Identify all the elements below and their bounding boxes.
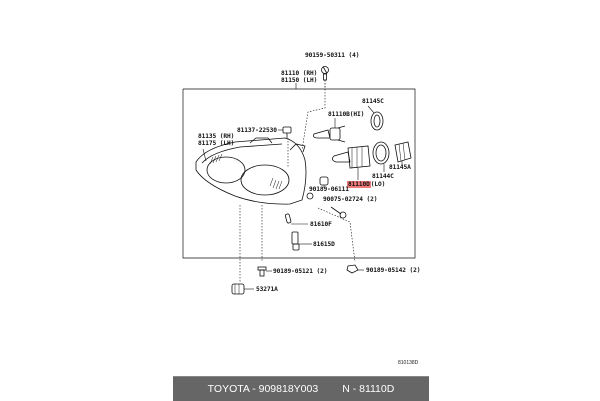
footer-brand-part: TOYOTA - 909818Y003 [207,383,319,395]
assembly-frame [182,88,416,259]
label-socket-d: 81615D [313,241,335,248]
nut-bottom-right-icon [346,264,364,274]
highlighted-part-number[interactable]: 81110D [347,181,371,188]
label-unit-lh: 81150 (LH) [281,77,318,84]
label-bulb-hi: 81110B(HI) [328,111,365,118]
socket-d-icon [291,231,312,251]
label-screw-2: 90075-02724 (2) [323,196,378,203]
clip-icon [278,126,292,138]
screw-icon [330,206,347,219]
diagram-reference-code: 810138D [398,360,419,366]
footer-diagram-ref: N - 81110D [342,383,395,395]
label-bulb-lo-suffix: (LO) [370,181,386,188]
label-lens-lh: 81175 (LH) [198,140,235,147]
label-socket-c: 81145C [362,98,384,105]
bolt-icon [321,66,329,89]
label-unit-rh: 81110 (RH) [281,70,318,77]
label-nut-1: 90189-06111 [309,186,349,193]
headlamp-housing-icon [195,137,314,205]
guide-lines [239,89,356,283]
label-bulb-f: 81610F [310,221,332,228]
label-bolt-top: 90159-50311 (4) [305,52,360,59]
adjuster-icon [231,283,254,295]
wedge-bulb-icon [284,213,308,225]
footer-bar: TOYOTA - 909818Y003 N - 81110D [173,376,429,401]
label-seal-c: 81144C [372,173,394,180]
label-lens-rh: 81135 (RH) [198,133,235,140]
seal-ring-icon [367,105,384,131]
socket-icon [394,141,412,166]
label-nut-2: 90189-05121 (2) [273,268,328,275]
hi-bulb-icon [313,118,346,143]
label-socket-a: 81145A [389,164,411,171]
nut-bottom-left-icon [257,266,272,277]
label-bulb-lo[interactable]: 81110D(LO) [347,181,385,188]
label-nut-3: 90189-05142 (2) [366,267,421,274]
seal-icon [372,141,390,172]
label-clip: 81137-22530 [237,127,277,134]
lo-bulb-icon [332,145,371,180]
nut-icon [319,176,329,188]
label-adjuster: 53271A [256,286,278,293]
